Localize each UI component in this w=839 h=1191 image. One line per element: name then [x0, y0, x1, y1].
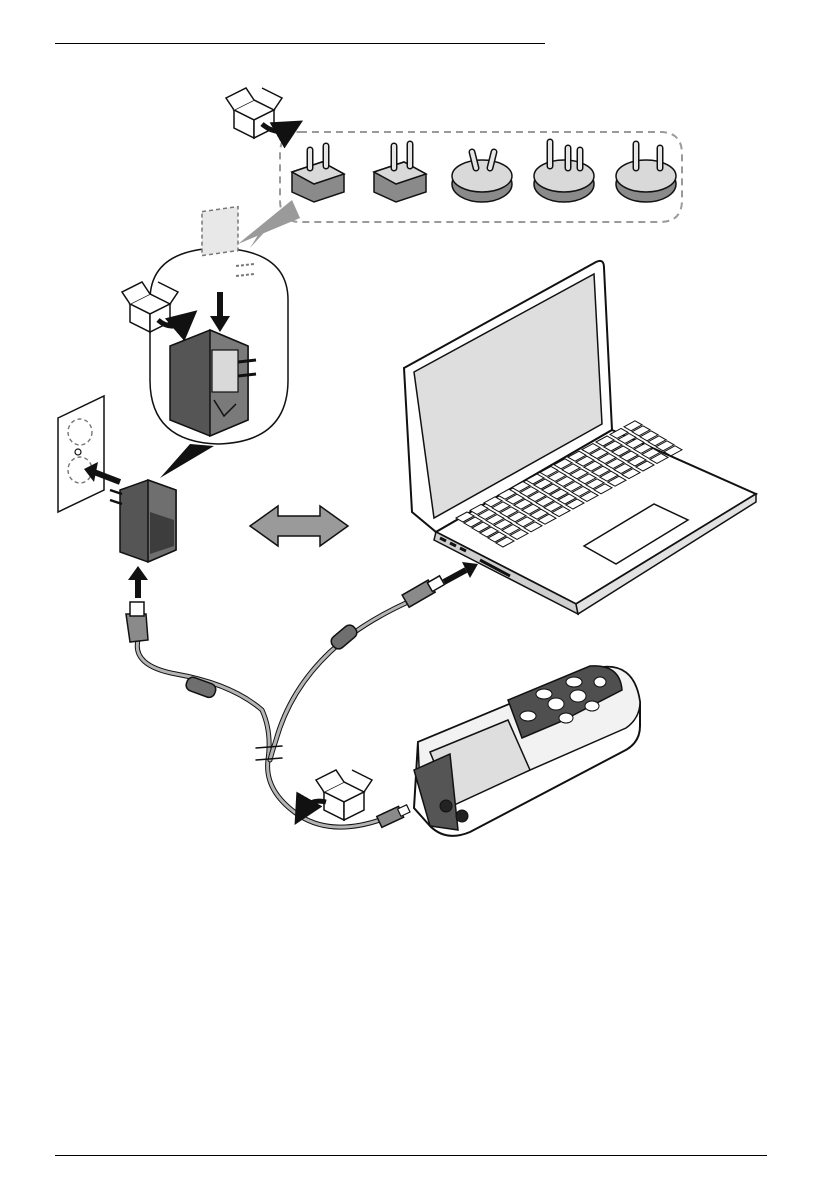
usb-micro-plug: [377, 803, 411, 827]
handheld-meter-icon: [414, 666, 640, 836]
ferrite-bead: [329, 623, 359, 652]
laptop-icon: [404, 261, 756, 614]
wall-outlet-icon: [58, 396, 104, 512]
usb-cable-icon: [137, 602, 408, 827]
ferrite-bead: [184, 676, 217, 699]
adapter-zoom-circle: [150, 207, 288, 478]
double-arrow-icon: [250, 506, 348, 546]
arrow-icon: [444, 570, 466, 582]
usb-a-plug: [126, 602, 148, 642]
usb-a-plug: [402, 574, 445, 607]
box-icon: [316, 770, 372, 820]
arrow-icon: [302, 801, 326, 812]
power-adapter-icon: [110, 480, 176, 562]
